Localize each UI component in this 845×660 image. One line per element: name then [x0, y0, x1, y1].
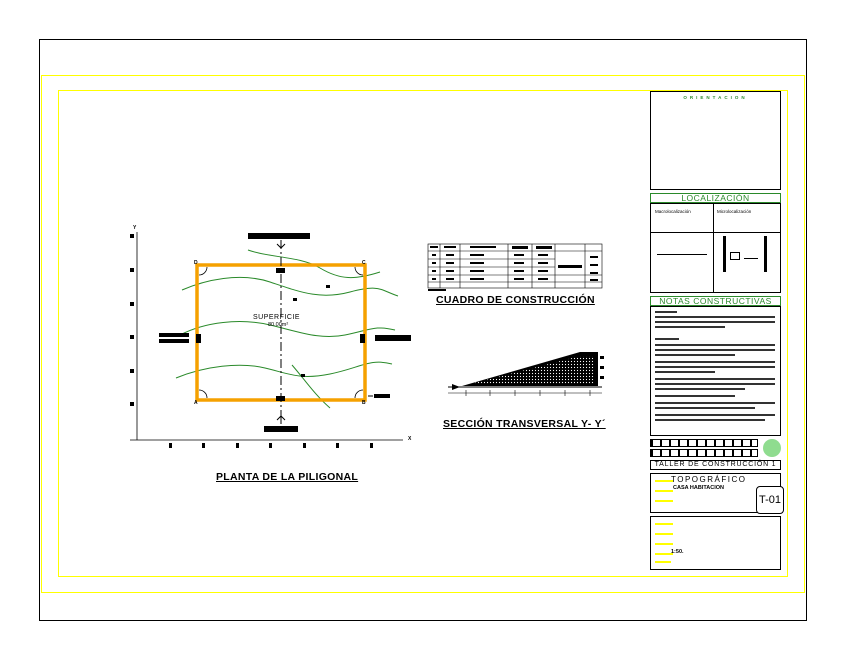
side-label-left-2: [159, 339, 189, 343]
macro-label: Macrolocalización: [655, 209, 691, 214]
course-panel: TALLER DE CONSTRUCCIÓN 1: [650, 460, 781, 470]
section-marker-top: [248, 233, 310, 239]
construction-table: [427, 243, 603, 289]
y-tick-marks: [130, 234, 134, 406]
north-label: NORTE: [700, 155, 730, 164]
section-arrow-bottom: [276, 415, 286, 424]
side-bar-right: [360, 334, 365, 343]
vertex-b-label: B: [362, 400, 366, 406]
orientation-panel: ORIENTACION NORTE: [650, 91, 781, 190]
side-label-bottom-right: [374, 394, 390, 398]
axis-y-label: Y: [133, 225, 137, 231]
location-panel: Macrolocalización Microlocalización: [650, 203, 781, 293]
project-name: CASA HABITACION: [673, 485, 725, 491]
vertex-d-label: D: [194, 260, 198, 266]
yellow-frame-outer: [41, 75, 805, 593]
vertex-c-label: C: [362, 260, 366, 266]
sheet-number: T-01: [756, 486, 784, 514]
plan-axes: [130, 232, 403, 441]
course-label: TALLER DE CONSTRUCCIÓN 1: [654, 461, 777, 468]
surface-value: 80.00m²: [268, 322, 289, 328]
table-title: CUADRO DE CONSTRUCCIÓN: [436, 294, 595, 306]
location-header-line: [651, 232, 780, 233]
micro-label: Microlocalización: [717, 209, 752, 214]
axis-x-label: X: [408, 436, 412, 442]
macro-map-line: [657, 254, 707, 255]
scale-value: 1:50.: [671, 549, 684, 555]
side-bar-left: [196, 334, 201, 343]
notes-panel: [650, 306, 781, 436]
contour-lines: [175, 249, 399, 409]
project-bullet-1: [655, 480, 673, 482]
yellow-frame-inner: [58, 90, 788, 577]
corner-arcs: [198, 266, 364, 399]
notes-band: NOTAS CONSTRUCTIVAS: [650, 296, 781, 306]
surface-label: SUPERFICIE: [253, 314, 301, 321]
cross-section: [448, 352, 604, 396]
project-bullet-3: [655, 500, 673, 502]
logo-strip-2: [650, 449, 758, 457]
orientation-label: ORIENTACION: [683, 95, 748, 100]
micro-map: [723, 236, 767, 272]
location-divider: [713, 204, 714, 292]
x-tick-marks: [169, 443, 373, 448]
sheet-border: [39, 39, 807, 621]
plan-title: PLANTA DE LA PILIGONAL: [216, 471, 359, 483]
vertex-a-label: A: [194, 400, 198, 406]
construction-table-cells: [428, 246, 598, 291]
section-small-marks: [276, 268, 330, 401]
section-title: SECCIÓN TRANSVERSAL Y- Y´: [443, 418, 606, 430]
section-marker-bottom: [264, 426, 298, 432]
side-label-right: [375, 335, 411, 341]
section-arrow-top: [276, 240, 286, 249]
university-seal-icon: [763, 439, 781, 457]
project-type: TOPOGRÁFICO: [671, 475, 747, 484]
data-panel: 1:50.: [650, 516, 781, 570]
side-label-left: [159, 333, 189, 337]
project-bullet-2: [655, 490, 673, 492]
location-band: LOCALIZACIÓN: [650, 193, 781, 203]
logo-strip: [650, 439, 758, 447]
